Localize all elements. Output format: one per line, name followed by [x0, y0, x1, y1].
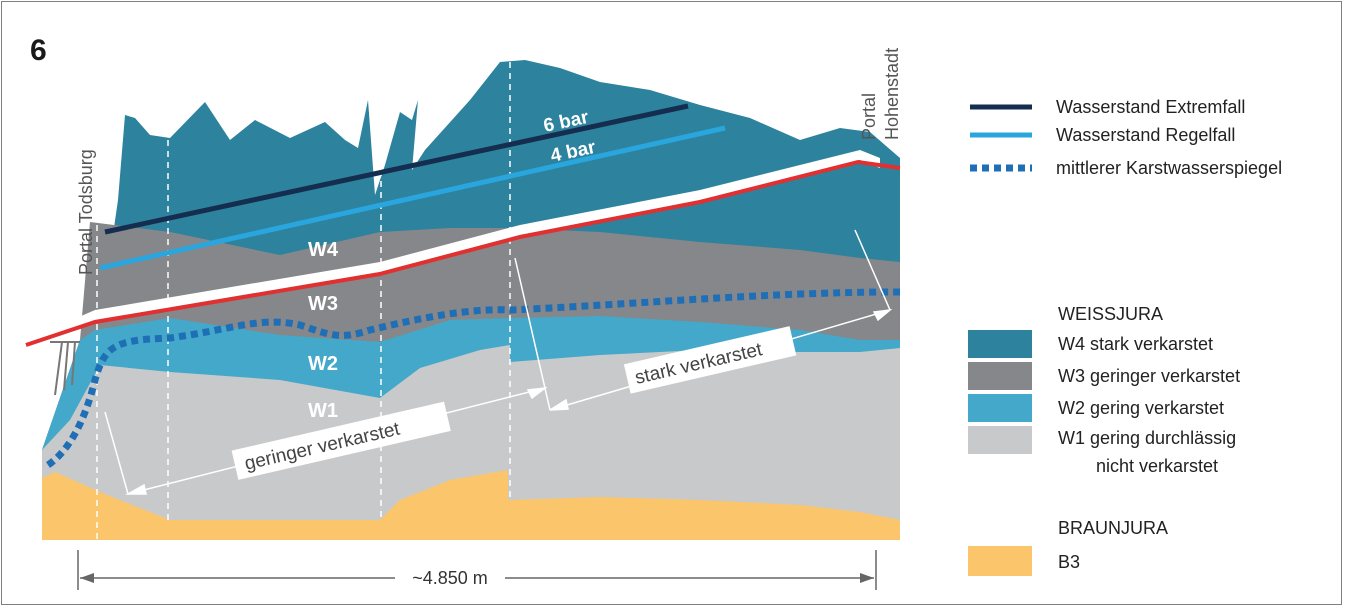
water-level-regular-line [99, 125, 726, 271]
tunnel-white [26, 150, 880, 345]
legend-label-w2: W2 gering verkarstet [1058, 398, 1224, 418]
legend-swatch-w2 [968, 394, 1032, 422]
legend-weissjura: WEISSJURA W4 stark verkarstet W3 geringe… [968, 304, 1240, 476]
legend-swatch-w4 [968, 330, 1032, 358]
water-level-extreme-line [104, 103, 689, 235]
layer-label-w1: W1 [308, 400, 338, 422]
layer-label-w4: W4 [308, 239, 339, 261]
length-label-bg [395, 565, 505, 591]
legend-lines: Wasserstand Extremfall Wasserstand Regel… [970, 97, 1282, 178]
layer-label-w2: W2 [308, 353, 338, 375]
portal-left-label: Portal Todsburg [76, 149, 96, 275]
legend-line-extreme-label: Wasserstand Extremfall [1056, 97, 1245, 117]
legend-braunjura: BRAUNJURA B3 [968, 518, 1168, 576]
portal-right-label-line1: Portal [859, 93, 879, 140]
legend-weissjura-title: WEISSJURA [1058, 304, 1163, 324]
layer-w1 [42, 345, 900, 540]
legend-braunjura-title: BRAUNJURA [1058, 518, 1168, 538]
layer-label-w3: W3 [308, 293, 338, 315]
legend-line-karst-label: mittlerer Karstwasserspiegel [1056, 158, 1282, 178]
cross-section-layers [42, 60, 900, 540]
legend-label-b3: B3 [1058, 552, 1080, 572]
karst-water-level-line [45, 288, 901, 468]
length-label: ~4.850 m [412, 568, 488, 588]
borehole-lines [96, 62, 511, 545]
legend-swatch-b3 [968, 546, 1032, 576]
legend-label-w1-line2: nicht verkarstet [1096, 456, 1218, 476]
legend-label-w1: W1 gering durchlässig [1058, 428, 1236, 448]
legend-line-regular-label: Wasserstand Regelfall [1056, 125, 1235, 145]
legend-swatch-w1 [968, 426, 1032, 454]
portal-right-label-line2: Hohenstadt [882, 48, 902, 140]
legend-label-w3: W3 geringer verkarstet [1058, 366, 1240, 386]
legend-swatch-w3 [968, 362, 1032, 390]
figure-number: 6 [30, 34, 47, 67]
layer-b3 [42, 470, 900, 540]
legend-label-w4: W4 stark verkarstet [1058, 334, 1213, 354]
tunnel-line [25, 159, 901, 347]
portal-support-left [50, 341, 80, 396]
